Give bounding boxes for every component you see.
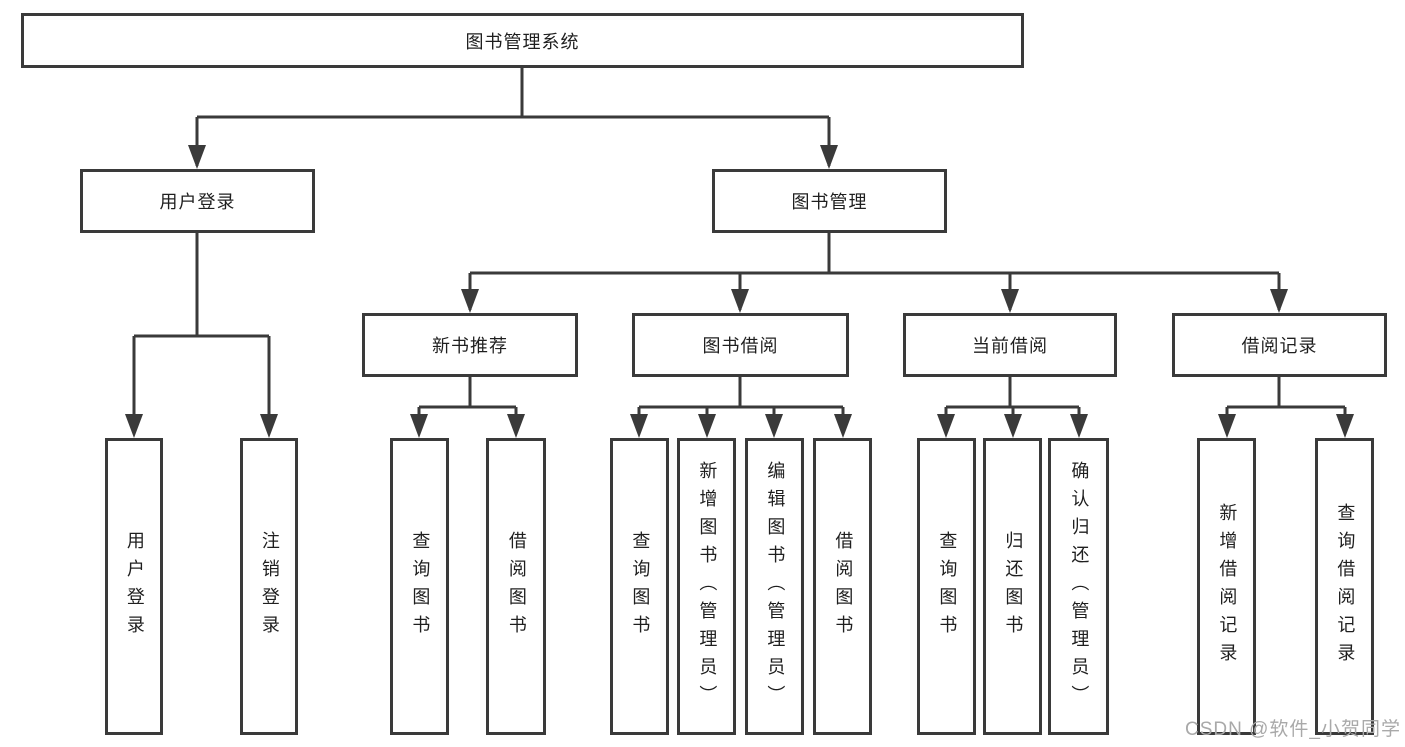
node-label: 图书借阅 [702,336,779,356]
leaf-query-books-3: 查询图书 [917,438,976,735]
arrowhead-icon [1070,414,1088,438]
arrowhead-icon [630,414,648,438]
leaf-query-borrow-record: 查询借阅记录 [1315,438,1374,735]
leaf-user-login: 用户登录 [105,438,163,735]
node-library-management-system: 图书管理系统 [21,13,1024,68]
node-label: 图书管理系统 [465,31,580,52]
leaf-query-books: 查询图书 [390,438,449,735]
arrowhead-icon [834,414,852,438]
node-label: 当前借阅 [972,336,1048,356]
node-label: 注销登录 [259,530,280,643]
arrowhead-icon [1004,414,1022,438]
node-current-borrow: 当前借阅 [903,313,1117,377]
node-new-book-recommend: 新书推荐 [362,313,578,377]
leaf-borrow-books-2: 借阅图书 [813,438,872,735]
node-label: 查询图书 [937,530,958,643]
arrowhead-icon [1218,414,1236,438]
node-label: 编辑图书（管理员） [765,460,786,713]
arrowhead-icon [937,414,955,438]
leaf-logout: 注销登录 [240,438,298,735]
arrowhead-icon [188,145,206,169]
arrowhead-icon [1270,289,1288,313]
leaf-add-borrow-record: 新增借阅记录 [1197,438,1256,735]
arrowhead-icon [765,414,783,438]
node-label: 新增借阅记录 [1217,502,1238,671]
node-label: 图书管理 [791,192,868,212]
node-borrow-records: 借阅记录 [1172,313,1387,377]
node-user-login: 用户登录 [80,169,315,233]
arrowhead-icon [698,414,716,438]
arrowhead-icon [461,289,479,313]
node-label: 归还图书 [1003,530,1024,643]
arrowhead-icon [1336,414,1354,438]
node-label: 新书推荐 [432,336,508,356]
arrowhead-icon [260,414,278,438]
csdn-watermark: CSDN @软件_小贺同学 [1185,719,1401,740]
leaf-return-books: 归还图书 [983,438,1042,735]
arrowhead-icon [820,145,838,169]
arrowhead-icon [1001,289,1019,313]
leaf-add-books-admin: 新增图书（管理员） [677,438,736,735]
arrowhead-icon [410,414,428,438]
node-label: 查询借阅记录 [1335,502,1356,671]
node-label: 借阅记录 [1241,336,1318,356]
leaf-edit-books-admin: 编辑图书（管理员） [745,438,804,735]
leaf-confirm-return-admin: 确认归还（管理员） [1048,438,1109,735]
node-book-management: 图书管理 [712,169,947,233]
node-label: 用户登录 [159,192,236,212]
arrowhead-icon [731,289,749,313]
node-label: 用户登录 [124,530,145,643]
node-label: 确认归还（管理员） [1069,460,1090,713]
leaf-borrow-books: 借阅图书 [486,438,546,735]
node-label: 查询图书 [630,530,651,643]
arrowhead-icon [125,414,143,438]
node-label: 借阅图书 [506,530,527,643]
leaf-query-books-2: 查询图书 [610,438,669,735]
arrowhead-icon [507,414,525,438]
node-label: 借阅图书 [833,530,854,643]
node-label: 新增图书（管理员） [697,460,718,713]
node-label: 查询图书 [410,530,431,643]
node-book-borrow: 图书借阅 [632,313,849,377]
